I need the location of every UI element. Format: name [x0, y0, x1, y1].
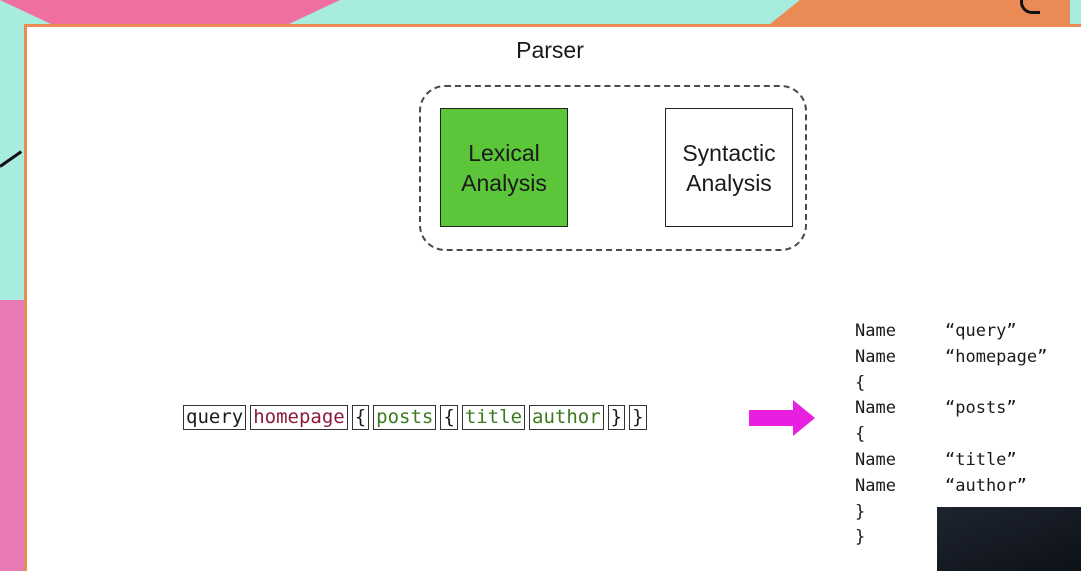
token-row: {	[855, 422, 1047, 448]
backdrop-pink-strip	[0, 300, 24, 571]
token-row: Name “homepage”	[855, 345, 1047, 371]
source-token: }	[607, 405, 626, 430]
token-row: }	[855, 500, 1047, 526]
parser-group: Lexical Analysis Syntactic Analysis	[419, 85, 807, 251]
token-value: “query”	[945, 321, 1017, 341]
token-row: Name “query”	[855, 319, 1047, 345]
token-value: “title”	[945, 449, 1017, 470]
token-row: Name “posts”	[855, 396, 1047, 422]
token-row: }	[855, 525, 1047, 551]
backdrop-curl	[1020, 0, 1040, 14]
token-value: “posts”	[945, 398, 1017, 419]
lexical-analysis-box: Lexical Analysis	[440, 108, 568, 227]
token-type: }	[855, 527, 866, 548]
slide-title: Parser	[516, 37, 584, 63]
source-token: posts	[373, 405, 437, 430]
arrow-right-icon	[749, 400, 815, 436]
token-value: “homepage”	[945, 346, 1048, 367]
token-type: Name	[855, 321, 896, 341]
token-type: {	[855, 372, 866, 393]
source-token: query	[183, 405, 247, 430]
source-token: homepage	[250, 405, 348, 430]
token-type: }	[855, 501, 866, 522]
backdrop-pink-shape	[0, 0, 340, 24]
token-row: Name “author”	[855, 474, 1047, 500]
slide: Parser Lexical Analysis Syntactic Analys…	[24, 24, 1081, 571]
token-value: “author”	[945, 475, 1027, 496]
backdrop-line	[0, 150, 23, 168]
source-token: {	[440, 405, 458, 430]
token-list: Name “query” Name “homepage” { Name “posts”…	[855, 319, 1047, 551]
token-row: Name “title”	[855, 448, 1047, 474]
token-type: Name	[855, 346, 896, 367]
token-type: Name	[855, 398, 896, 419]
source-token: {	[351, 405, 370, 430]
token-type: Name	[855, 475, 896, 496]
source-token: author	[529, 405, 604, 430]
video-overlay	[937, 507, 1081, 571]
token-row: {	[855, 371, 1047, 397]
syntactic-analysis-box: Syntactic Analysis	[665, 108, 793, 227]
token-type: Name	[855, 449, 896, 470]
source-token: title	[461, 405, 526, 430]
token-type: {	[855, 424, 866, 445]
source-token: }	[629, 405, 647, 430]
source-query: query homepage { posts { title author } …	[183, 405, 647, 430]
